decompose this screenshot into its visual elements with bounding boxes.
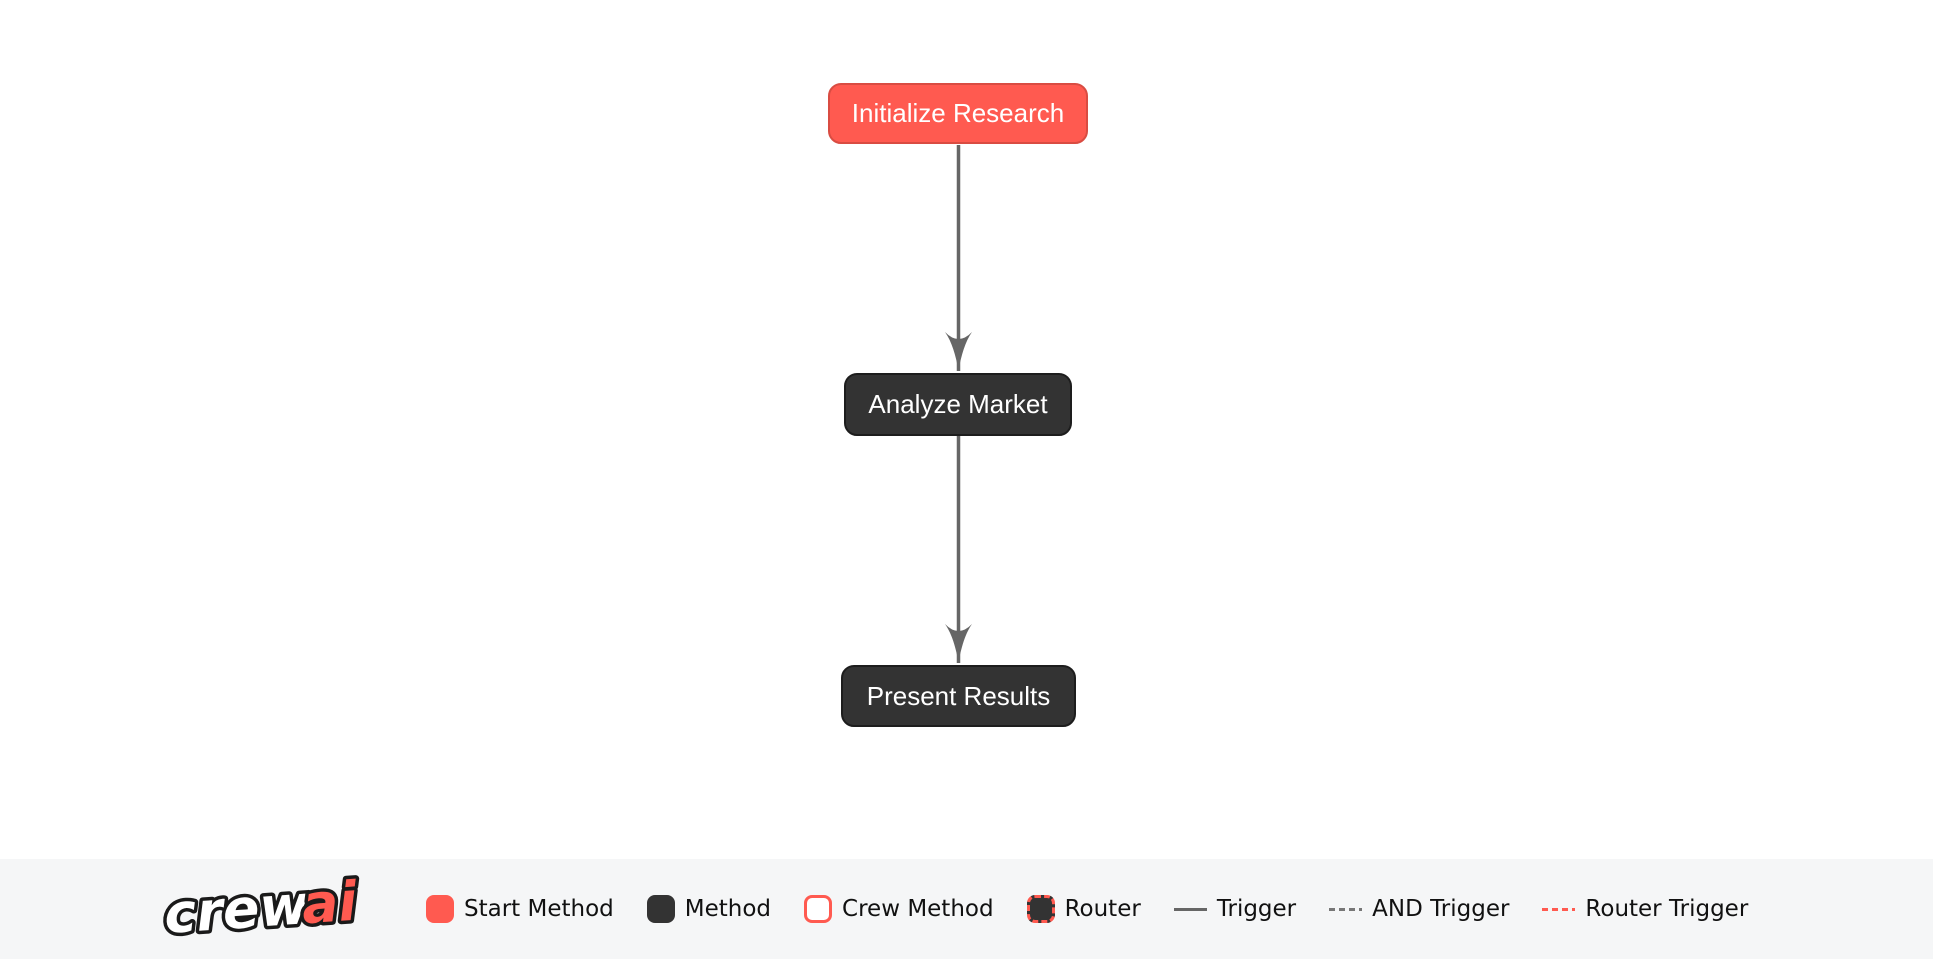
legend-item-method: Method [646, 895, 772, 923]
legend-item-router: Router [1026, 895, 1141, 923]
legend-bar: crew ai Start Method Method Crew Method … [0, 859, 1933, 959]
legend-item-label: Router [1064, 896, 1141, 922]
node-analyze-market[interactable]: Analyze Market [844, 373, 1072, 436]
flow-canvas[interactable]: Initialize Research Analyze Market Prese… [0, 0, 1933, 859]
legend-item-and-trigger: AND Trigger [1329, 896, 1509, 922]
node-present-results[interactable]: Present Results [841, 665, 1076, 727]
legend-item-start-method: Start Method [426, 895, 614, 923]
start-method-swatch-icon [426, 895, 454, 923]
legend-item-crew-method: Crew Method [804, 895, 994, 923]
edge-trigger-2 [945, 436, 972, 663]
logo-crew-text: crew [162, 873, 312, 946]
legend-item-trigger: Trigger [1173, 896, 1297, 922]
legend-item-label: Crew Method [842, 896, 994, 922]
crew-method-swatch-icon [804, 895, 833, 923]
legend-item-label: AND Trigger [1372, 896, 1510, 922]
legend-item-label: Router Trigger [1585, 896, 1749, 922]
legend-item-label: Trigger [1216, 896, 1297, 922]
node-initialize-research[interactable]: Initialize Research [828, 83, 1088, 144]
trigger-line-icon [1173, 907, 1207, 911]
router-trigger-line-icon [1542, 907, 1576, 911]
legend-item-router-trigger: Router Trigger [1542, 896, 1748, 922]
legend-item-label: Start Method [464, 896, 614, 922]
and-trigger-line-icon [1329, 907, 1363, 911]
crewai-logo: crew ai [159, 866, 364, 949]
edge-trigger-1 [945, 145, 972, 371]
method-swatch-icon [646, 895, 675, 923]
legend-items: Start Method Method Crew Method Router T… [426, 895, 1748, 923]
legend-item-label: Method [684, 896, 772, 922]
router-swatch-icon [1026, 895, 1055, 923]
logo-ai-text: ai [300, 870, 361, 937]
